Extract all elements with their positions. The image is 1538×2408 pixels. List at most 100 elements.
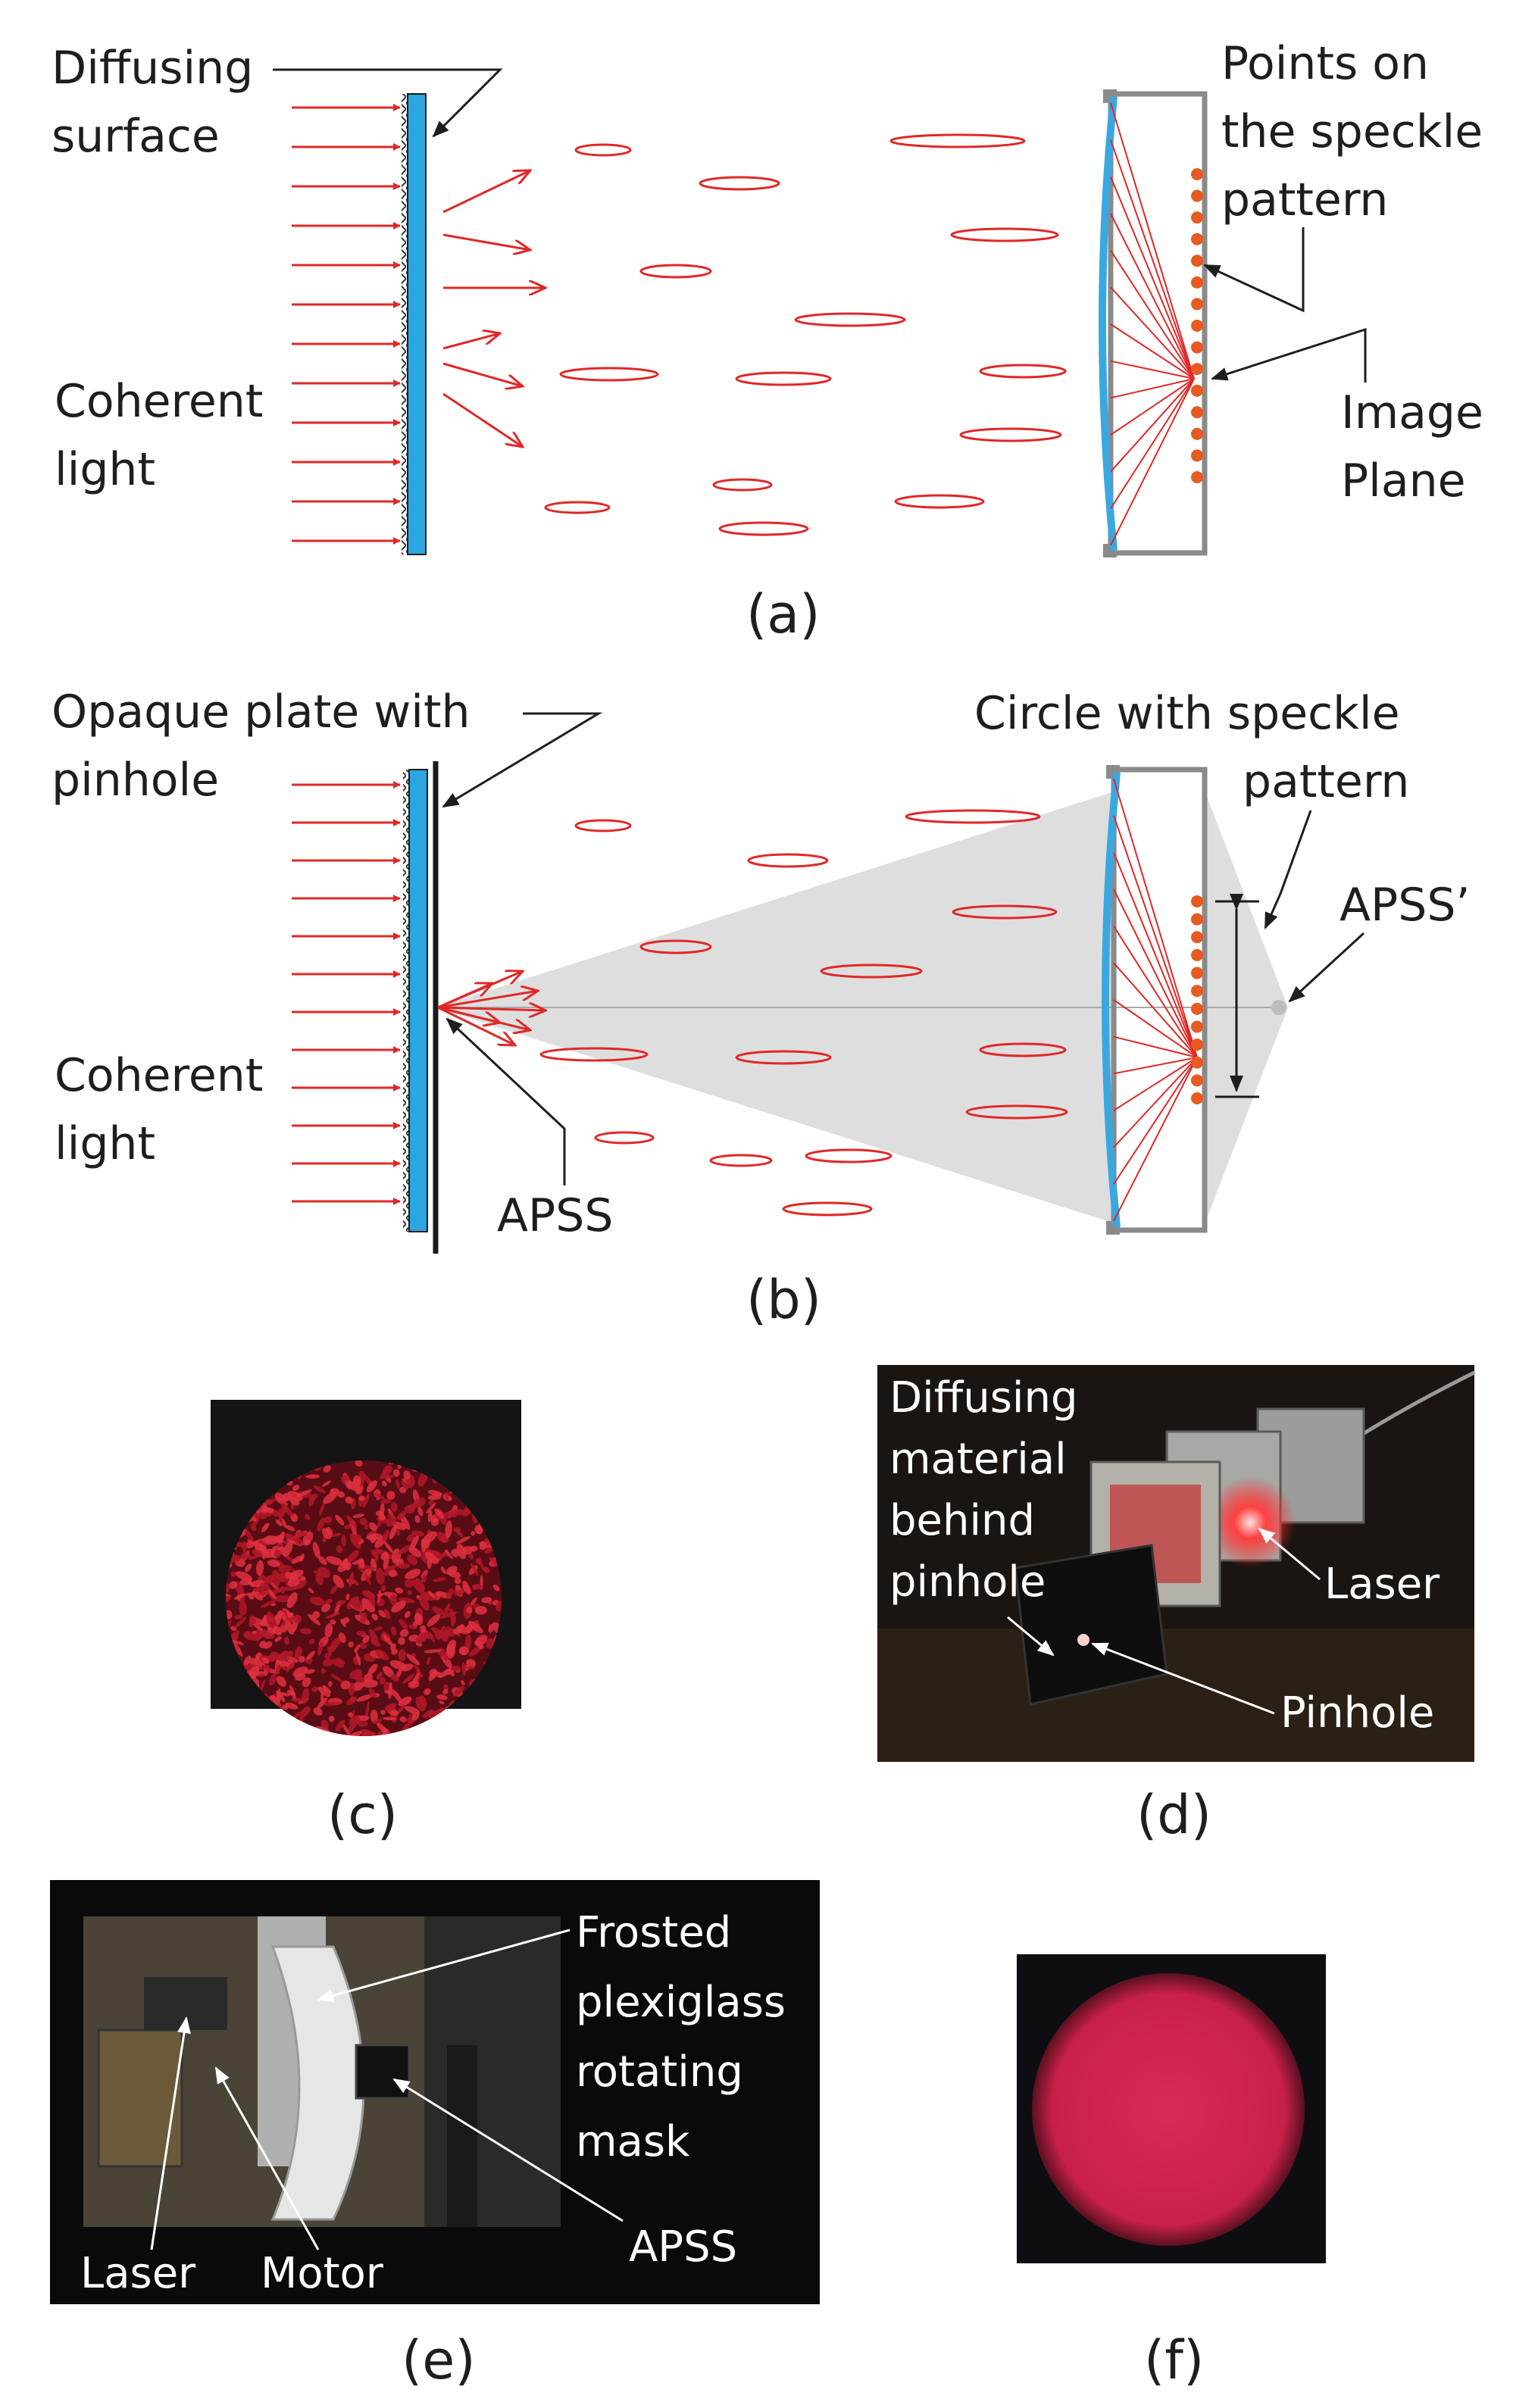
a-label-coherent-1: Coherent: [55, 375, 263, 428]
speckle-grain: [325, 1598, 333, 1604]
speckle-grain: [391, 1648, 398, 1655]
scattered-ray: [442, 170, 530, 214]
speckle-grain: [346, 1515, 358, 1528]
speckle-grain: [269, 1694, 276, 1700]
speckle-grain: [335, 1514, 345, 1526]
speckle-grain: [384, 1608, 391, 1619]
d-pinhole-block: [1014, 1544, 1168, 1706]
speckle-grain: [280, 1651, 289, 1660]
speckle-grain: [392, 1469, 400, 1477]
speckle-grain: [411, 1712, 420, 1721]
convergent-ray: [1110, 378, 1195, 546]
speckle-grain: [464, 1635, 472, 1650]
speckle-grain: [340, 1618, 346, 1627]
speckle-grain: [336, 1657, 345, 1665]
speckle-grain: [258, 1631, 275, 1639]
speckle-grain: [259, 1641, 267, 1649]
speckle-grain: [273, 1731, 287, 1736]
speckle-grain: [234, 1614, 243, 1619]
speckle-grain: [368, 1688, 377, 1698]
e-label-frosted-3: rotating: [576, 2047, 743, 2097]
d-label-pinhole: Pinhole: [1280, 1688, 1434, 1738]
convergent-ray: [1110, 176, 1195, 379]
speckle-grain: [229, 1581, 238, 1589]
b-speckle-ellipses: [539, 809, 1068, 1216]
speckle-grain: [336, 1491, 345, 1498]
speckle-grain: [249, 1666, 260, 1679]
speckle-grain: [330, 1673, 344, 1683]
speckle-grain: [333, 1574, 345, 1588]
speckle-grain: [317, 1686, 330, 1697]
speckle-grain: [350, 1598, 363, 1610]
speckle-grain: [411, 1579, 425, 1594]
speckle-ellipse: [952, 904, 1058, 920]
speckle-grain: [461, 1680, 465, 1686]
speckle-dot: [1191, 363, 1203, 376]
speckle-grain: [348, 1641, 354, 1647]
speckle-grain: [427, 1510, 433, 1523]
speckle-ellipse: [794, 312, 906, 327]
speckle-grain: [391, 1626, 397, 1636]
speckle-grain: [287, 1651, 294, 1657]
speckle-grain: [344, 1524, 352, 1529]
speckle-grain: [426, 1657, 431, 1665]
b-circle-leader: [1264, 810, 1312, 929]
speckle-grain: [398, 1544, 411, 1555]
speckle-grain: [402, 1673, 415, 1684]
speckle-grain: [321, 1480, 331, 1487]
speckle-grain: [286, 1612, 293, 1617]
speckle-grain: [399, 1619, 408, 1630]
speckle-grain: [325, 1612, 340, 1619]
speckle-grain: [489, 1557, 495, 1562]
a-label-image-1: Image: [1341, 386, 1483, 439]
speckle-grain: [264, 1499, 272, 1506]
speckle-grain: [345, 1481, 361, 1492]
speckle-grain: [330, 1637, 342, 1650]
d-laser-leader: [1258, 1527, 1321, 1581]
speckle-grain: [452, 1685, 464, 1697]
speckle-grain: [374, 1492, 386, 1500]
speckle-grain: [313, 1485, 326, 1494]
convergent-ray: [1110, 378, 1195, 509]
speckle-grain: [405, 1706, 420, 1715]
speckle-grain: [427, 1490, 443, 1496]
speckle-grain: [427, 1494, 442, 1501]
speckle-dot: [1191, 427, 1203, 440]
speckle-grain: [292, 1485, 300, 1491]
speckle-grain: [443, 1684, 449, 1691]
speckle-grain: [236, 1595, 241, 1601]
speckle-grain: [259, 1716, 270, 1727]
speckle-grain: [420, 1538, 426, 1553]
speckle-grain: [340, 1680, 351, 1690]
speckle-grain: [267, 1507, 274, 1513]
speckle-grain: [361, 1590, 376, 1599]
speckle-grain: [349, 1696, 356, 1703]
convergent-ray: [1113, 1057, 1198, 1185]
speckle-grain: [330, 1488, 335, 1498]
speckle-grain: [245, 1710, 252, 1716]
speckle-grain: [375, 1567, 385, 1585]
speckle-grain: [414, 1664, 422, 1675]
e-frosted-mask: [270, 1945, 365, 2221]
speckle-grain: [226, 1595, 231, 1603]
speckle-ellipse: [735, 1050, 832, 1065]
speckle-ellipse: [747, 853, 829, 868]
e-label-motor: Motor: [261, 2249, 384, 2298]
speckle-grain: [324, 1701, 342, 1706]
speckle-ellipse: [712, 478, 773, 492]
speckle-ellipse: [574, 143, 632, 157]
speckle-grain: [434, 1508, 444, 1519]
pinhole-ray: [437, 991, 538, 1009]
e-frosted-leader: [317, 1929, 570, 2003]
a-image-leader: [1211, 327, 1367, 383]
speckle-grain: [324, 1653, 331, 1660]
speckle-grain: [380, 1710, 386, 1715]
speckle-ellipse: [979, 1042, 1067, 1057]
convergent-ray: [1113, 999, 1198, 1058]
speckle-grain: [243, 1711, 252, 1720]
speckle-grain: [495, 1713, 502, 1724]
speckle-grain: [245, 1529, 254, 1542]
speckle-grain: [345, 1593, 350, 1601]
speckle-grain: [378, 1610, 386, 1618]
speckle-ellipse: [544, 501, 611, 514]
